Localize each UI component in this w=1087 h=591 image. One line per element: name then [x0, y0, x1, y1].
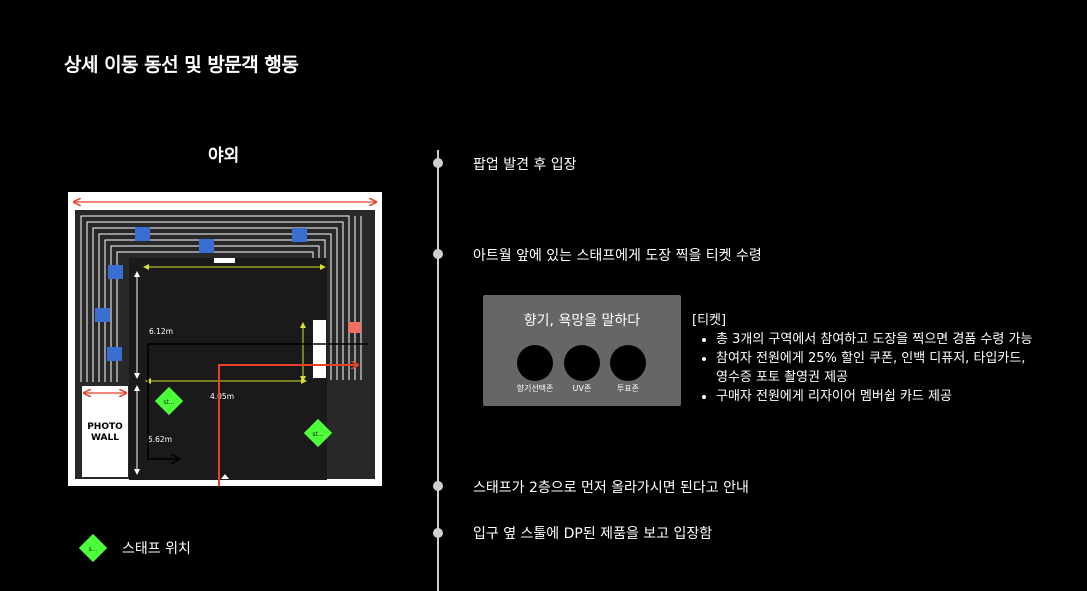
area-label: 야외	[208, 146, 240, 166]
right-shelf	[313, 320, 326, 378]
legend: s... 스태프 위치	[78, 533, 498, 563]
step-3: 스태프가 2층으로 먼저 올라가시면 된다고 안내	[473, 480, 749, 496]
ticket-item-2-line-2: 영수증 포토 촬영권 제공	[716, 370, 848, 385]
svg-text:st...: st...	[163, 399, 174, 406]
timeline-dot-1	[433, 158, 443, 168]
zone-card: 향기, 욕망을 말하다 향기선택존 UV존 투표존	[483, 295, 681, 406]
zone-label-2: UV존	[572, 384, 592, 393]
svg-text:s...: s...	[89, 546, 98, 553]
timeline-dot-2	[433, 249, 443, 259]
ticket-item-2-line-1: 참여자 전원에게 25% 할인 쿠폰, 인백 디퓨저, 타입카드,	[716, 351, 1026, 366]
dim-label-top: 6.12m	[149, 327, 173, 336]
photo-wall	[82, 386, 128, 477]
timeline-dot-4	[433, 528, 443, 538]
entrance-marker	[221, 474, 229, 479]
photo-wall-label-1: PHOTO	[87, 422, 123, 432]
floor-plan: PHOTO WALL 6.12m 4.05m 5.62m st... st...	[68, 192, 382, 486]
zone-label-3: 투표존	[616, 384, 640, 393]
photo-wall-label-2: WALL	[91, 433, 119, 443]
red-object	[348, 322, 361, 333]
ticket-item-1: 총 3개의 구역에서 참여하고 도장을 찍으면 경품 수령 가능	[716, 330, 1032, 349]
step-2: 아트월 앞에 있는 스태프에게 도장 찍을 티켓 수령	[473, 248, 762, 264]
ticket-list: 총 3개의 구역에서 참여하고 도장을 찍으면 경품 수령 가능 참여자 전원에…	[692, 330, 1032, 406]
ticket-item-2: 참여자 전원에게 25% 할인 쿠폰, 인백 디퓨저, 타입카드, 영수증 포토 …	[716, 349, 1032, 387]
ticket-heading: [티켓]	[692, 313, 727, 328]
blue-blocks	[95, 227, 307, 361]
timeline-line	[437, 150, 439, 591]
svg-text:st...: st...	[312, 431, 323, 438]
zone-circle-2	[564, 345, 600, 381]
page-title: 상세 이동 동선 및 방문객 행동	[64, 54, 299, 76]
inner-room	[129, 258, 327, 480]
step-1: 팝업 발견 후 입장	[473, 157, 577, 173]
dim-label-mid: 4.05m	[210, 392, 234, 401]
zone-circle-3	[610, 345, 646, 381]
timeline-dot-3	[433, 481, 443, 491]
zone-label-1: 향기선택존	[516, 384, 554, 393]
staff-legend-icon: s...	[78, 533, 108, 563]
zone-circle-1	[517, 345, 553, 381]
top-strip	[214, 258, 235, 263]
legend-text: 스태프 위치	[122, 541, 191, 557]
red-route	[218, 365, 358, 486]
ticket-item-3: 구매자 전원에게 리자이어 멤버쉽 카드 제공	[716, 387, 1032, 406]
ticket-info: [티켓] 총 3개의 구역에서 참여하고 도장을 찍으면 경품 수령 가능 참여…	[692, 311, 1032, 406]
card-title: 향기, 욕망을 말하다	[523, 313, 641, 329]
step-4: 입구 옆 스툴에 DP된 제품을 보고 입장함	[473, 526, 713, 542]
route-line-left	[147, 344, 180, 459]
dim-label-left: 5.62m	[148, 435, 172, 444]
